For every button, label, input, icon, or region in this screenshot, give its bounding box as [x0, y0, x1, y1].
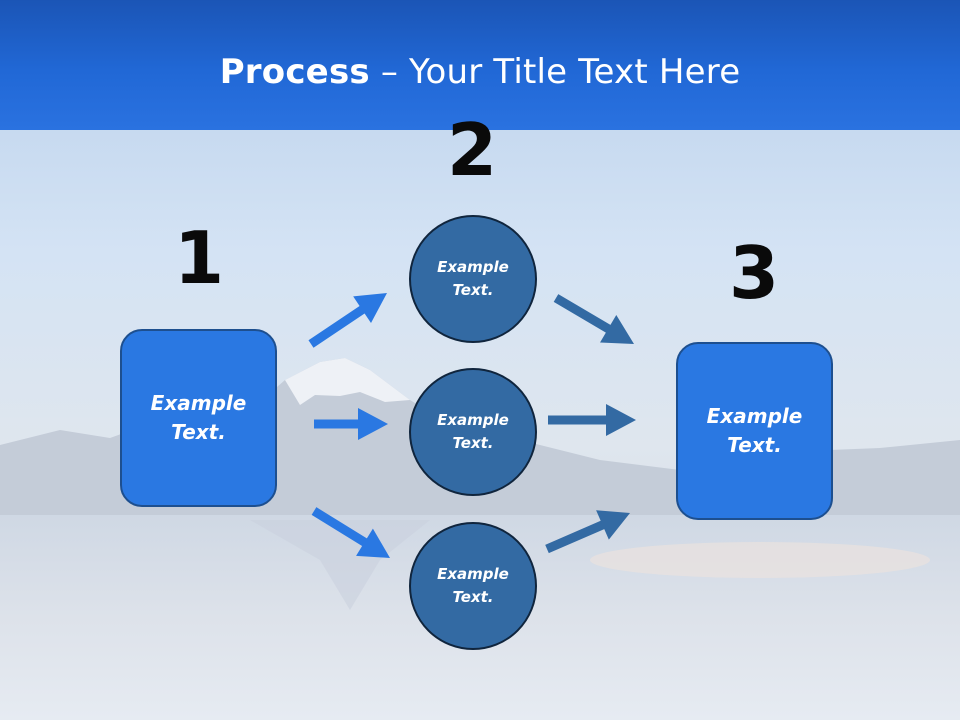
arrow-circle-3-to-end [545, 510, 631, 554]
middle-circle-1-text: Example Text. [437, 258, 509, 299]
step-number-3: 3 [728, 231, 780, 315]
step-number-1: 1 [173, 216, 225, 300]
arrow-circle-1-to-end [553, 294, 634, 344]
end-box-text: Example Text. [706, 404, 803, 457]
step-number-2: 2 [446, 108, 498, 192]
middle-circle-1: Example Text. [409, 215, 537, 343]
middle-circle-3-text: Example Text. [437, 565, 509, 606]
title-rest-part: – Your Title Text Here [369, 52, 741, 92]
title-bold-part: Process [219, 52, 370, 92]
end-box: Example Text. [676, 342, 833, 520]
title-band [0, 0, 960, 130]
slide-title: Process – Your Title Text Here [0, 52, 960, 92]
start-box-text: Example Text. [150, 391, 247, 444]
middle-circle-2: Example Text. [409, 368, 537, 496]
start-box: Example Text. [120, 329, 277, 507]
middle-circle-3: Example Text. [409, 522, 537, 650]
arrow-start-to-circle-3 [311, 507, 390, 558]
arrow-circle-2-to-end [548, 404, 636, 436]
arrow-start-to-circle-2 [314, 408, 388, 440]
arrow-start-to-circle-1 [308, 293, 388, 348]
middle-circle-2-text: Example Text. [437, 411, 509, 452]
